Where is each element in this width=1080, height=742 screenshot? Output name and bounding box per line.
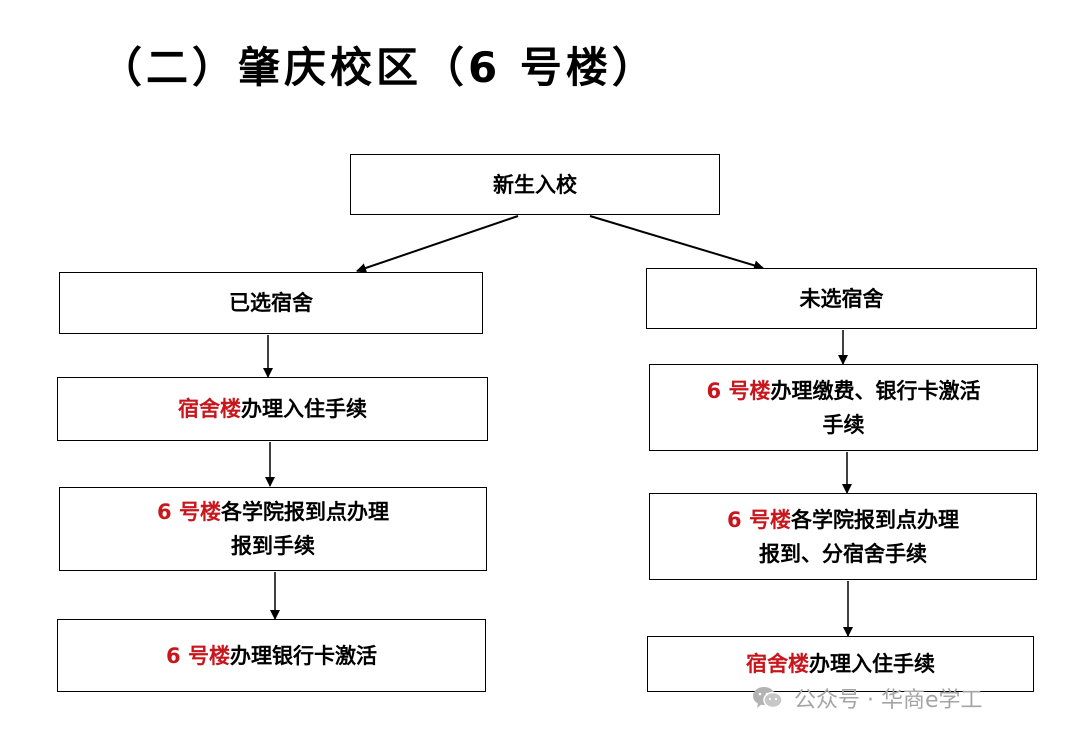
node-right-checkin: 宿舍楼办理入住手续 [647,636,1034,692]
node-left-checkin: 宿舍楼办理入住手续 [57,377,488,441]
node-right-payment: 6 号楼办理缴费、银行卡激活 手续 [649,364,1038,451]
arrow-start-to-left [356,215,519,273]
wechat-icon [753,687,783,709]
watermark-text: 公众号 · 华商e学工 [794,688,983,713]
node-right-college-registration: 6 号楼各学院报到点办理 报到、分宿舍手续 [649,493,1037,580]
page-title: （二）肇庆校区（6 号楼） [100,43,658,92]
node-dorm-not-selected: 未选宿舍 [646,268,1037,329]
node-new-student: 新生入校 [350,154,720,215]
watermark: 公众号 · 华商e学工 [752,682,983,714]
node-dorm-selected: 已选宿舍 [59,272,483,334]
node-left-bank-card: 6 号楼办理银行卡激活 [57,619,486,692]
arrow-start-to-right [589,215,764,271]
node-left-college-registration: 6 号楼各学院报到点办理 报到手续 [59,487,487,571]
